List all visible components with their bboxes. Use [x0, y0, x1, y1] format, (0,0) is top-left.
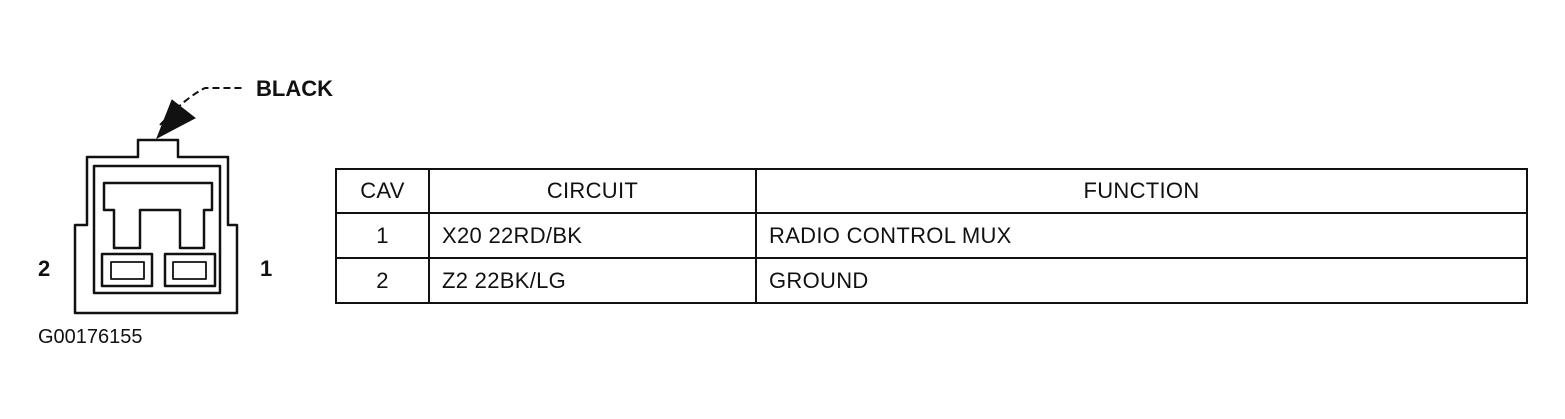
cell-cav: 1 [335, 212, 430, 259]
connector-shell [73, 138, 239, 315]
terminal-cavity-1 [163, 252, 217, 288]
pin-number-right: 1 [260, 256, 272, 281]
cell-function: GROUND [755, 257, 1528, 304]
terminal-cavity-2 [100, 252, 154, 288]
table-row: 1 X20 22RD/BK RADIO CONTROL MUX [335, 212, 1528, 259]
terminal-cavity-2-inner [110, 261, 145, 280]
color-callout-label: BLACK [256, 76, 333, 101]
pinout-table: CAV CIRCUIT FUNCTION 1 X20 22RD/BK RADIO… [335, 168, 1528, 304]
figure-code: G00176155 [38, 326, 143, 348]
connector-keyway [102, 181, 214, 250]
cell-cav: 2 [335, 257, 430, 304]
cell-function: RADIO CONTROL MUX [755, 212, 1528, 259]
table-row: 2 Z2 22BK/LG GROUND [335, 257, 1528, 304]
header-function: FUNCTION [755, 168, 1528, 214]
terminal-cavity-1-inner [172, 261, 207, 280]
header-circuit: CIRCUIT [428, 168, 757, 214]
connector-inner-body [92, 164, 222, 295]
callout-arrowhead [156, 99, 196, 140]
pin-number-left: 2 [38, 256, 50, 281]
cell-circuit: Z2 22BK/LG [428, 257, 757, 304]
header-cav: CAV [335, 168, 430, 214]
callout-leader-line [159, 87, 245, 126]
table-header-row: CAV CIRCUIT FUNCTION [335, 168, 1528, 214]
cell-circuit: X20 22RD/BK [428, 212, 757, 259]
